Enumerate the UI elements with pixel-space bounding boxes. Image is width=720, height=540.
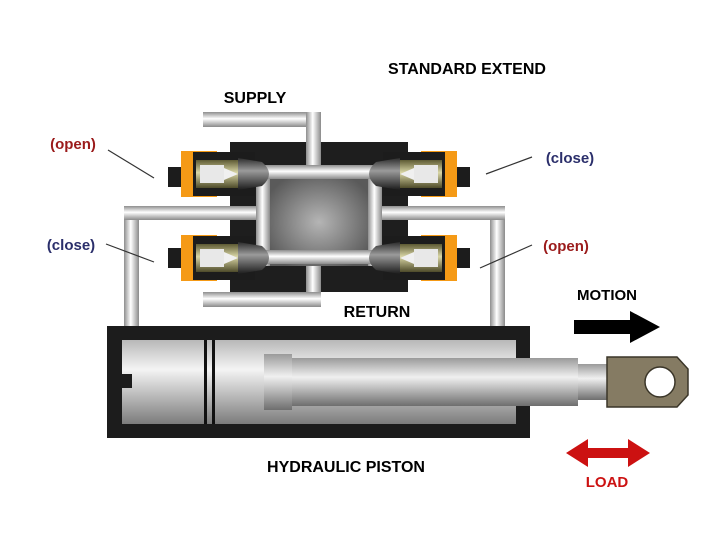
supply-label: SUPPLY xyxy=(224,90,287,107)
valve-bottom-left[interactable] xyxy=(168,235,269,281)
rod-end-mount[interactable] xyxy=(606,356,689,408)
leader-line-top-right xyxy=(485,156,533,175)
leader-line-top-left xyxy=(107,149,155,179)
valve-status-bottom-left: (close) xyxy=(47,237,95,254)
motion-arrow-icon xyxy=(574,311,660,343)
piston-rod xyxy=(292,358,608,406)
right-cylinder-line xyxy=(382,206,505,346)
diagram-title: STANDARD EXTEND xyxy=(388,61,546,78)
supply-pipe xyxy=(203,112,321,170)
valve-status-top-right: (close) xyxy=(546,150,594,167)
leader-line-bottom-right xyxy=(479,244,533,269)
valve-bottom-right[interactable] xyxy=(369,235,470,281)
left-cylinder-line xyxy=(124,206,256,346)
load-label: LOAD xyxy=(586,474,629,491)
valve-top-right[interactable] xyxy=(369,151,470,197)
return-label: RETURN xyxy=(344,304,411,321)
leader-line-bottom-left xyxy=(105,243,155,263)
motion-label: MOTION xyxy=(577,287,637,304)
piston-label: HYDRAULIC PISTON xyxy=(267,459,425,476)
internal-passages xyxy=(256,165,382,266)
valve-status-bottom-right: (open) xyxy=(543,238,589,255)
return-pipe xyxy=(203,266,321,307)
valve-status-top-left: (open) xyxy=(50,136,96,153)
valve-top-left[interactable] xyxy=(168,151,269,197)
load-arrow-icon xyxy=(566,439,650,467)
piston-head xyxy=(186,340,292,424)
